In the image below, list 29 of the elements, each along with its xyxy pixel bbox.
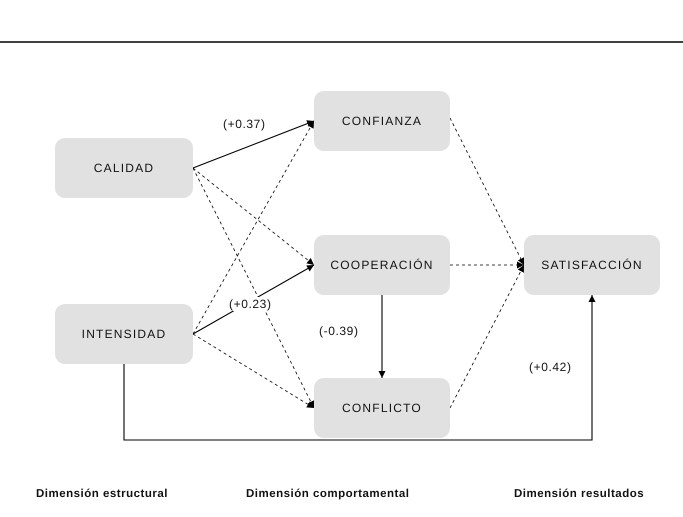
construct-box xyxy=(55,304,193,364)
construct-label: CONFLICTO xyxy=(342,401,422,415)
column-heading: Dimensión resultados xyxy=(514,488,644,500)
construct-label: CONFIANZA xyxy=(342,114,422,128)
arrow xyxy=(450,262,524,268)
arrow xyxy=(192,120,314,169)
construct-label: INTENSIDAD xyxy=(82,327,166,341)
arrow xyxy=(123,295,596,441)
construct-box xyxy=(314,378,450,438)
arrow xyxy=(192,334,314,408)
construct-box xyxy=(314,91,450,151)
edge-label: (+0.42) xyxy=(528,360,573,374)
edge-label: (+0.23) xyxy=(228,297,273,311)
construct-box xyxy=(314,235,450,295)
arrow xyxy=(450,118,524,266)
construct-label: COOPERACIÓN xyxy=(330,258,434,272)
edge-label: (+0.37) xyxy=(222,117,267,131)
arrow xyxy=(192,168,314,408)
arrow xyxy=(450,264,524,408)
column-heading: Dimensión estructural xyxy=(36,488,168,500)
arrow xyxy=(192,120,314,334)
arrow xyxy=(192,168,314,266)
construct-label: CALIDAD xyxy=(94,161,154,175)
edge-label: (-0.39) xyxy=(318,324,360,338)
construct-box xyxy=(55,138,193,198)
construct-box xyxy=(524,235,660,295)
column-heading: Dimensión comportamental xyxy=(246,488,410,500)
arrow xyxy=(378,295,386,378)
construct-label: SATISFACCIÓN xyxy=(541,258,643,272)
